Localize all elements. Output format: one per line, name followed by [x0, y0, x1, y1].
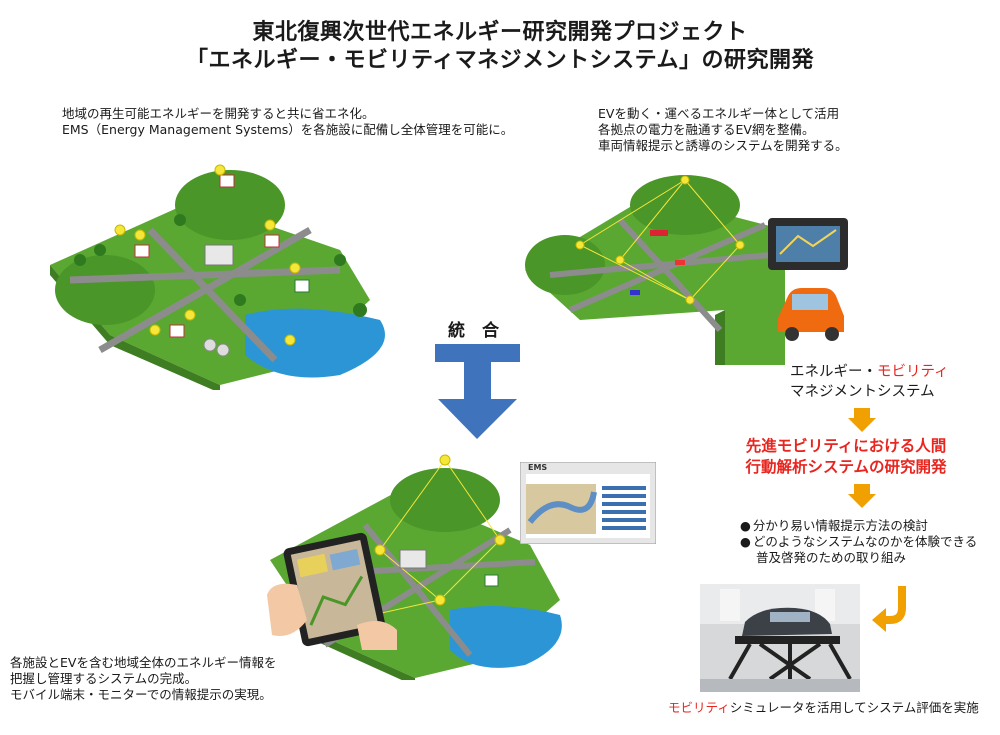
simulator-caption-part-1: モビリティ	[668, 700, 730, 715]
simulator-caption-part-2: シミュレータを活用してシステム評価を実施	[729, 700, 979, 715]
task-item-line-3: 普及啓発のための取り組み	[756, 550, 907, 565]
orange-arrow-icon	[848, 408, 876, 432]
task-list: 分かり易い情報提示方法の検討 どのようなシステムなのかを体験できる 普及啓発のた…	[740, 518, 977, 566]
bottom-left-note-line-3: モバイル端末・モニターでの情報提示の実現。	[10, 687, 272, 702]
ev-car-icon	[772, 282, 850, 344]
top-left-note-line-1: 地域の再生可能エネルギーを開発すると共に省エネ化。	[62, 106, 375, 121]
system-label-part-1: エネルギー・	[790, 364, 877, 380]
integration-arrow-icon	[435, 344, 520, 439]
task-item: どのようなシステムなのかを体験できる	[740, 534, 977, 550]
curved-orange-arrow-icon	[872, 584, 914, 634]
top-right-note-line-2: 各拠点の電力を融通するEV網を整備。	[598, 122, 815, 137]
ems-monitor: EMS	[520, 462, 656, 544]
top-right-note-line-3: 車両情報提示と誘導のシステムを開発する。	[598, 138, 848, 153]
monitor-logo: EMS	[528, 463, 548, 472]
top-left-note: 地域の再生可能エネルギーを開発すると共に省エネ化。 EMS（Energy Man…	[62, 106, 513, 138]
research-label-line-2: 行動解析システムの研究開発	[745, 458, 947, 476]
mobility-simulator-photo	[700, 584, 860, 692]
research-label: 先進モビリティにおける人間 行動解析システムの研究開発	[736, 436, 956, 478]
ev-network-illustration	[520, 160, 850, 370]
ems-town-illustration	[40, 150, 420, 390]
simulator-caption: モビリティシミュレータを活用してシステム評価を実施	[668, 700, 979, 716]
bottom-left-note-line-2: 把握し管理するシステムの完成。	[10, 671, 198, 686]
integration-label: 統 合	[448, 321, 499, 341]
system-label-part-2: モビリティ	[877, 364, 949, 380]
task-item: 分かり易い情報提示方法の検討	[740, 518, 977, 534]
research-label-line-1: 先進モビリティにおける人間	[745, 437, 947, 455]
title-line-2: 「エネルギー・モビリティマネジメントシステム」の研究開発	[185, 48, 815, 73]
top-left-note-line-2: EMS（Energy Management Systems）を各施設に配備し全体…	[62, 122, 514, 137]
bottom-left-note: 各施設とEVを含む地域全体のエネルギー情報を 把握し管理するシステムの完成。 モ…	[10, 655, 276, 703]
car-navigation-screen	[768, 218, 848, 270]
system-label-line-2: マネジメントシステム	[790, 384, 935, 400]
top-right-note: EVを動く・運べるエネルギー体として活用 各拠点の電力を融通するEV網を整備。 …	[598, 106, 848, 154]
bottom-left-note-line-1: 各施設とEVを含む地域全体のエネルギー情報を	[10, 655, 277, 670]
top-right-note-line-1: EVを動く・運べるエネルギー体として活用	[598, 106, 840, 121]
tablet-hands-illustration	[262, 525, 402, 655]
system-label: エネルギー・モビリティ マネジメントシステム	[790, 362, 949, 402]
orange-arrow-icon	[848, 484, 876, 508]
title-line-1: 東北復興次世代エネルギー研究開発プロジェクト	[252, 20, 748, 45]
